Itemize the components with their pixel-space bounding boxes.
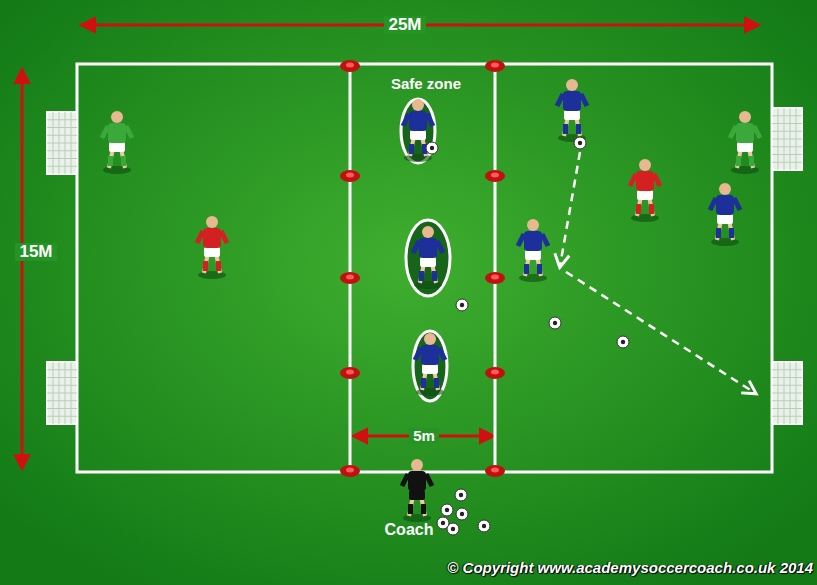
coach-figure xyxy=(402,459,432,522)
cone xyxy=(340,272,360,284)
length-dimension: 15M xyxy=(15,243,56,262)
goal xyxy=(772,108,802,170)
safe-zone-oval xyxy=(406,220,450,296)
ball xyxy=(441,504,453,516)
pass-arrow xyxy=(560,152,580,266)
ball xyxy=(426,142,438,154)
blue-attacker xyxy=(415,333,445,396)
cone xyxy=(340,60,360,72)
coach-label: Coach xyxy=(385,521,434,539)
green-goalkeeper xyxy=(730,111,760,174)
cone xyxy=(485,60,505,72)
goal xyxy=(47,362,77,424)
zone-line xyxy=(349,64,352,472)
cone xyxy=(340,170,360,182)
cone xyxy=(485,170,505,182)
cone xyxy=(340,367,360,379)
ball xyxy=(617,336,629,348)
ball xyxy=(549,317,561,329)
blue-attacker xyxy=(710,183,740,246)
cone xyxy=(485,272,505,284)
ball xyxy=(456,299,468,311)
pitch-boundary xyxy=(77,64,772,472)
dimension-arrow xyxy=(21,70,24,468)
dribble-arrow xyxy=(566,272,755,393)
goal xyxy=(47,112,77,174)
copyright-watermark: © Copyright www.academysoccercoach.co.uk… xyxy=(447,560,813,577)
ball xyxy=(478,520,490,532)
zone-line xyxy=(494,64,497,472)
ball xyxy=(456,508,468,520)
red-defender xyxy=(630,159,660,222)
zone-width-dimension: 5m xyxy=(409,428,439,445)
blue-attacker xyxy=(518,219,548,282)
safe-zone-oval xyxy=(413,331,447,401)
green-goalkeeper xyxy=(102,111,132,174)
goal xyxy=(772,362,802,424)
cone xyxy=(485,465,505,477)
ball xyxy=(574,137,586,149)
red-defender xyxy=(197,216,227,279)
blue-attacker xyxy=(413,226,443,289)
ball xyxy=(455,489,467,501)
blue-attacker xyxy=(557,79,587,142)
cone xyxy=(340,465,360,477)
ball xyxy=(437,517,449,529)
cone xyxy=(485,367,505,379)
zone-label: Safe zone xyxy=(391,76,461,93)
width-dimension: 25M xyxy=(384,16,425,35)
